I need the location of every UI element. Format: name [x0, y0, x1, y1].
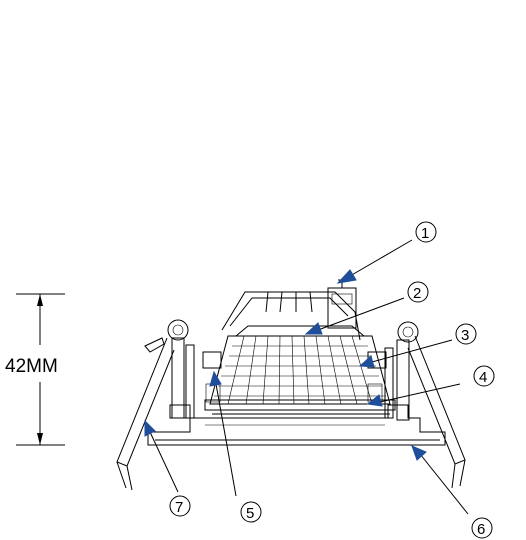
height-dimension: 42MM [5, 293, 65, 446]
dimension-label: 42MM [5, 356, 58, 377]
callout-5: 5 [246, 505, 254, 522]
callout-2: 2 [413, 285, 421, 302]
fixture-drawing [116, 279, 466, 491]
reflector-grid [214, 335, 386, 405]
callout-3: 3 [461, 327, 469, 344]
callout-arrows [144, 239, 469, 515]
callout-4: 4 [479, 369, 487, 386]
callout-7: 7 [175, 499, 183, 516]
callout-1: 1 [421, 225, 429, 242]
callout-6: 6 [477, 521, 485, 538]
callout-labels: 1 2 3 4 5 6 7 [169, 221, 495, 539]
